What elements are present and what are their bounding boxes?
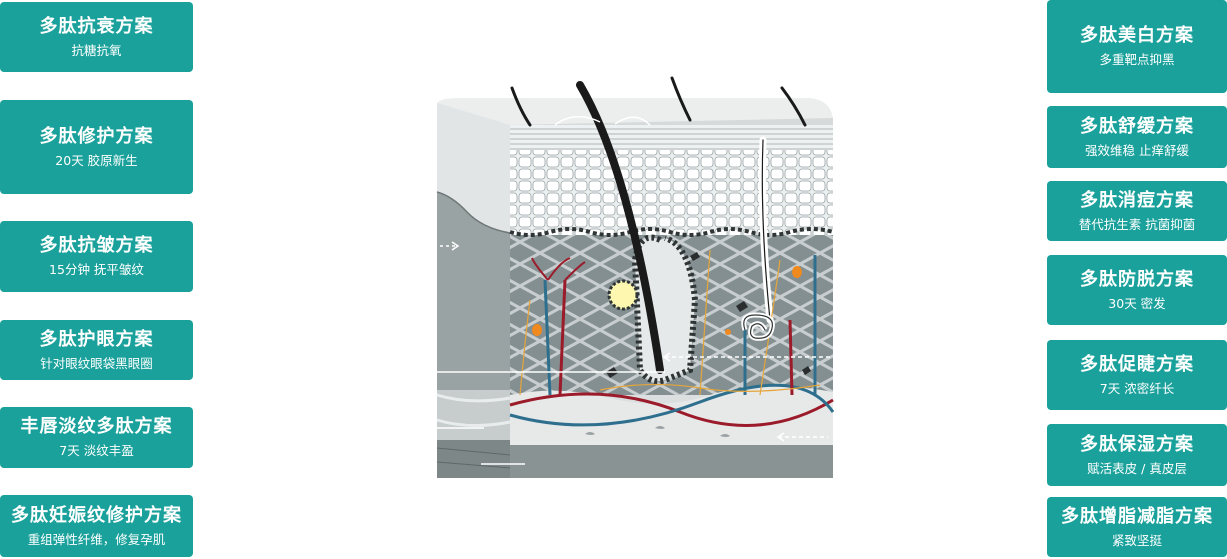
card-title: 多肽美白方案 xyxy=(1080,25,1194,46)
card-title: 多肽增脂减脂方案 xyxy=(1061,505,1213,527)
card-eye-care[interactable]: 多肽护眼方案 针对眼纹眼袋黑眼圈 xyxy=(0,320,193,380)
card-soothing[interactable]: 多肽舒缓方案 强效维稳 止痒舒缓 xyxy=(1047,106,1227,168)
card-title: 多肽保湿方案 xyxy=(1080,433,1194,455)
card-subtitle: 赋活表皮 / 真皮层 xyxy=(1087,460,1187,476)
card-fat[interactable]: 多肽增脂减脂方案 紧致坚挺 xyxy=(1047,497,1227,557)
card-subtitle: 7天 淡纹丰盈 xyxy=(59,443,134,458)
card-subtitle: 20天 胶原新生 xyxy=(55,152,138,168)
card-moisturizing[interactable]: 多肽保湿方案 赋活表皮 / 真皮层 xyxy=(1047,424,1227,486)
glands xyxy=(607,279,775,341)
card-title: 多肽抗皱方案 xyxy=(39,235,154,256)
annotation-arrows xyxy=(437,116,833,465)
card-stretch-mark[interactable]: 多肽妊娠纹修护方案 重组弹性纤维，修复孕肌 xyxy=(0,495,193,557)
card-lip-plump[interactable]: 丰唇淡纹多肽方案 7天 淡纹丰盈 xyxy=(0,407,193,468)
card-title: 多肽防脱方案 xyxy=(1080,268,1194,290)
card-title: 丰唇淡纹多肽方案 xyxy=(20,416,173,437)
card-title: 多肽舒缓方案 xyxy=(1080,115,1194,137)
card-subtitle: 替代抗生素 抗菌抑菌 xyxy=(1078,216,1196,232)
card-eyelash[interactable]: 多肽促睫方案 7天 浓密纤长 xyxy=(1047,340,1227,410)
card-subtitle: 针对眼纹眼袋黑眼圈 xyxy=(40,355,153,371)
card-subtitle: 抗糖抗氧 xyxy=(71,42,122,58)
card-anti-hair-loss[interactable]: 多肽防脱方案 30天 密发 xyxy=(1047,255,1227,325)
card-subtitle: 紧致坚挺 xyxy=(1111,532,1162,548)
card-title: 多肽消痘方案 xyxy=(1080,189,1194,211)
card-whitening[interactable]: 多肽美白方案 多重靶点抑黑 xyxy=(1047,0,1227,93)
card-title: 多肽妊娠纹修护方案 xyxy=(11,504,182,526)
card-title: 多肽抗衰方案 xyxy=(39,15,154,37)
skin-side-face xyxy=(436,103,511,478)
card-title: 多肽护眼方案 xyxy=(39,328,154,350)
card-subtitle: 7天 浓密纤长 xyxy=(1099,380,1175,396)
card-anti-aging[interactable]: 多肽抗衰方案 抗糖抗氧 xyxy=(0,2,193,72)
card-acne[interactable]: 多肽消痘方案 替代抗生素 抗菌抑菌 xyxy=(1047,181,1227,241)
card-subtitle: 多重靶点抑黑 xyxy=(1099,52,1175,67)
card-subtitle: 15分钟 抚平皱纹 xyxy=(49,262,144,277)
hair-strands xyxy=(510,76,807,374)
skin-top-surface xyxy=(437,98,833,125)
card-subtitle: 强效维稳 止痒舒缓 xyxy=(1085,142,1189,158)
card-title: 多肽促睫方案 xyxy=(1080,353,1194,375)
card-subtitle: 重组弹性纤维，修复孕肌 xyxy=(27,531,166,547)
card-title: 多肽修护方案 xyxy=(39,125,154,147)
card-subtitle: 30天 密发 xyxy=(1108,295,1166,311)
card-repair[interactable]: 多肽修护方案 20天 胶原新生 xyxy=(0,100,193,194)
card-anti-wrinkle[interactable]: 多肽抗皱方案 15分钟 抚平皱纹 xyxy=(0,221,193,292)
hair-follicle-sheath xyxy=(631,234,699,385)
